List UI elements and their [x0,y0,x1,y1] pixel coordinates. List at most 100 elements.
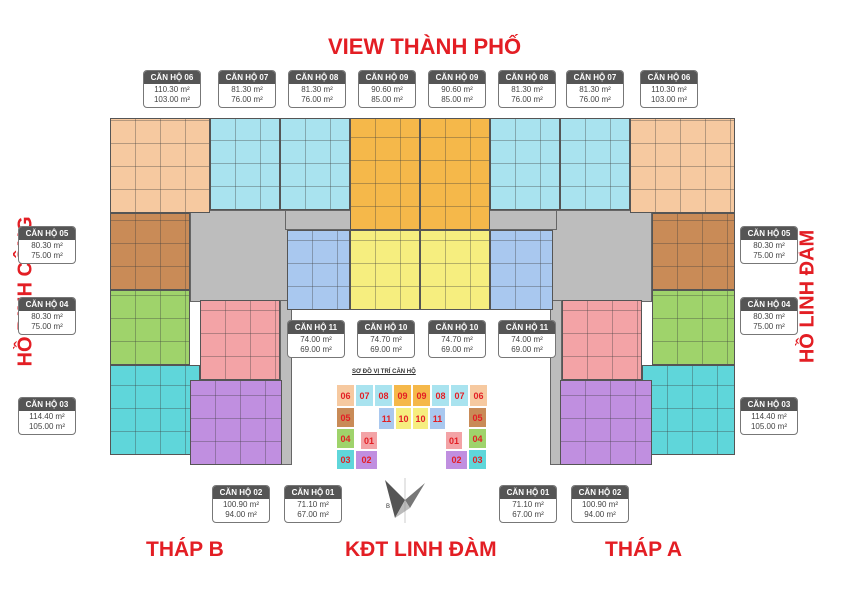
minimap-cell: 04 [336,428,355,449]
unit-label-name: CĂN HỘ 10 [429,321,485,334]
minimap-cell: 09 [412,384,431,407]
unit-label-name: CĂN HỘ 09 [359,71,415,84]
unit-label-area-net: 75.00 m² [753,251,785,260]
unit-label-name: CĂN HỘ 03 [741,398,797,411]
title-right-lake: HỒ LINH ĐÀM [796,229,819,364]
minimap-cell: 11 [378,407,395,430]
minimap-title: SƠ ĐỒ VỊ TRÍ CĂN HỘ [352,369,416,375]
corridor-right [552,210,652,302]
minimap-cell: 09 [393,384,412,407]
unit-b-03 [110,365,200,455]
minimap-cell: 07 [355,384,374,407]
unit-label-area-built: 114.40 m² [751,412,787,421]
unit-label-name: CĂN HỘ 11 [288,321,344,334]
unit-label-area-net: 69.00 m² [370,345,402,354]
unit-label-name: CĂN HỘ 09 [429,71,485,84]
unit-label-name: CĂN HỘ 07 [219,71,275,84]
unit-label-name: CĂN HỘ 07 [567,71,623,84]
unit-a-10 [420,230,490,310]
unit-label-area-built: 90.60 m² [371,85,403,94]
unit-a-05 [652,213,735,290]
unit-label-area-net: 69.00 m² [511,345,543,354]
minimap-cell: 06 [469,384,488,407]
unit-label-area-built: 74.00 m² [511,335,543,344]
unit-label-area-built: 100.90 m² [581,500,619,509]
unit-label-area-net: 67.00 m² [512,510,544,519]
unit-label-name: CĂN HỘ 04 [741,298,797,311]
minimap-cell: 11 [429,407,446,430]
unit-b-05 [110,213,190,290]
unit-label-name: CĂN HỘ 04 [19,298,75,311]
unit-label-area-built: 90.60 m² [441,85,473,94]
minimap-cell: 10 [395,407,412,430]
minimap-cell: 04 [468,428,487,449]
unit-a-01 [562,300,642,380]
minimap-cell: 06 [336,384,355,407]
unit-b-02 [190,380,282,465]
unit-label-area-net: 103.00 m² [153,95,191,104]
unit-label-name: CĂN HỘ 08 [499,71,555,84]
unit-label-area-net: 76.00 m² [511,95,543,104]
unit-label-area-net: 69.00 m² [441,345,473,354]
unit-label-area-built: 80.30 m² [31,241,63,250]
unit-label-name: CĂN HỘ 08 [289,71,345,84]
unit-a-08 [490,118,560,210]
unit-label-area-net: 85.00 m² [371,95,403,104]
unit-a-04 [652,290,735,365]
title-urban-area: KĐT LINH ĐÀM [345,538,497,561]
minimap-cell: 03 [336,449,355,470]
unit-label-area-built: 81.30 m² [301,85,333,94]
unit-label-area-built: 110.30 m² [154,85,190,94]
minimap-cell: 07 [450,384,469,407]
unit-b-08 [280,118,350,210]
unit-a-09 [420,118,490,230]
unit-a-02 [560,380,652,465]
minimap-cell: 08 [431,384,450,407]
unit-label-area-net: 69.00 m² [300,345,332,354]
unit-label-area-built: 71.10 m² [297,500,329,509]
unit-b-07 [210,118,280,210]
unit-label-name: CĂN HỘ 01 [500,486,556,499]
unit-label-area-net: 103.00 m² [650,95,688,104]
unit-label-area-net: 76.00 m² [579,95,611,104]
unit-label-area-net: 76.00 m² [301,95,333,104]
unit-label-area-built: 81.30 m² [231,85,263,94]
unit-label-area-built: 74.00 m² [300,335,332,344]
unit-b-06 [110,118,210,213]
unit-label-name: CĂN HỘ 06 [144,71,200,84]
unit-label-area-net: 75.00 m² [31,322,63,331]
unit-b-11 [287,230,350,310]
title-view-city: VIEW THÀNH PHỐ [328,34,522,59]
unit-a-07 [560,118,630,210]
unit-label-area-built: 80.30 m² [31,312,63,321]
unit-label-area-net: 105.00 m² [750,422,788,431]
unit-label-name: CĂN HỘ 06 [641,71,697,84]
unit-label-name: CĂN HỘ 02 [572,486,628,499]
unit-label-area-built: 81.30 m² [579,85,611,94]
unit-label-name: CĂN HỘ 01 [285,486,341,499]
unit-label-area-net: 85.00 m² [441,95,473,104]
unit-label-area-built: 100.90 m² [222,500,260,509]
title-tower-b: THÁP B [146,538,224,561]
unit-label-area-built: 114.40 m² [29,412,65,421]
unit-label-area-net: 76.00 m² [231,95,263,104]
unit-a-06 [630,118,735,213]
minimap-cell: 05 [468,407,487,428]
unit-b-09 [350,118,420,230]
unit-label-area-built: 81.30 m² [511,85,543,94]
unit-label-area-net: 67.00 m² [297,510,329,519]
